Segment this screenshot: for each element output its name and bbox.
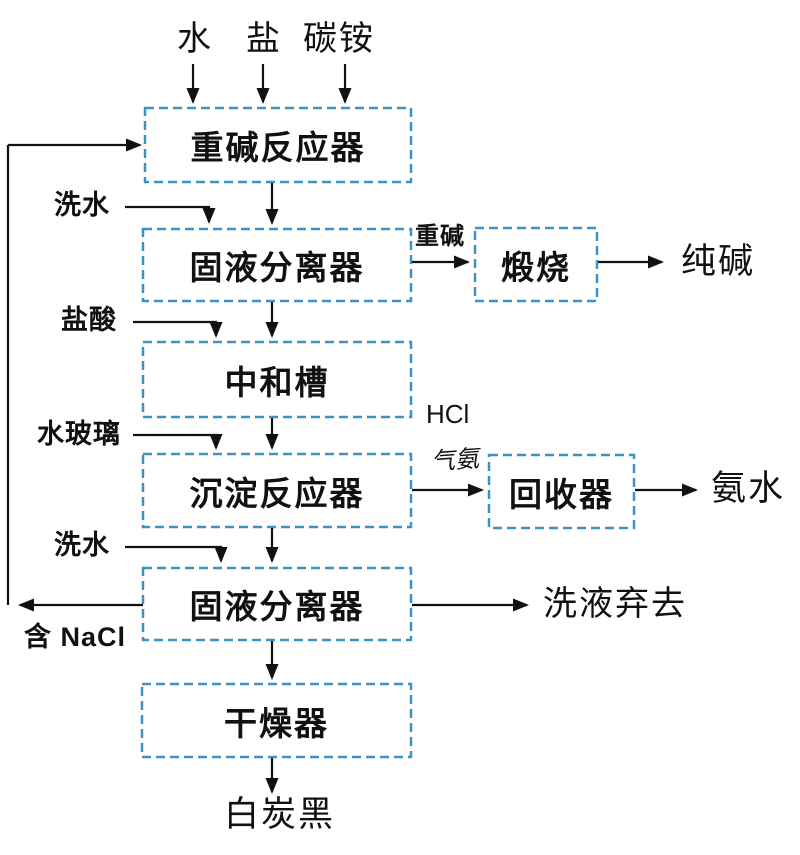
node-dryer[interactable]: 干燥器 xyxy=(142,684,411,757)
node-neutralization-tank[interactable]: 中和槽 xyxy=(143,342,411,417)
node-calcination-label: 煅烧 xyxy=(501,248,571,286)
stream-soda-ash-label: 纯碱 xyxy=(681,242,756,281)
input-water-label: 水 xyxy=(177,20,213,58)
node-recovery-unit[interactable]: 回收器 xyxy=(489,455,634,528)
input-wash-water-top-label: 洗水 xyxy=(54,190,110,220)
node-precipitation-reactor-label: 沉淀反应器 xyxy=(189,474,365,512)
box-borders xyxy=(140,106,636,759)
node-neutralization-tank-label: 中和槽 xyxy=(224,363,330,401)
node-heavy-alkali-reactor-label: 重碱反应器 xyxy=(190,129,366,166)
node-solid-liquid-separator-1-label: 固液分离器 xyxy=(189,249,365,286)
input-wash-water-bottom-label: 洗水 xyxy=(54,530,110,560)
input-salt-label: 盐 xyxy=(246,20,282,58)
input-hydrochloric-acid-label: 盐酸 xyxy=(61,305,117,335)
node-recovery-unit-label: 回收器 xyxy=(509,475,614,513)
node-calcination[interactable]: 煅烧 xyxy=(475,228,597,301)
node-solid-liquid-separator-2[interactable]: 固液分离器 xyxy=(143,568,411,640)
node-dryer-label: 干燥器 xyxy=(224,704,329,742)
stream-white-carbon-black-label: 白炭黑 xyxy=(224,795,336,834)
input-ammonium-bicarbonate-label: 碳铵 xyxy=(303,20,375,58)
node-heavy-alkali-reactor[interactable]: 重碱反应器 xyxy=(145,108,411,182)
stream-contains-nacl-label: 含 NaCl xyxy=(24,622,127,652)
stream-hcl-label: HCl xyxy=(426,399,470,429)
node-precipitation-reactor[interactable]: 沉淀反应器 xyxy=(143,454,411,527)
node-solid-liquid-separator-1[interactable]: 固液分离器 xyxy=(143,229,411,301)
input-water-glass-label: 水玻璃 xyxy=(37,419,121,449)
stream-ammonia-water-label: 氨水 xyxy=(711,469,786,508)
stream-heavy-alkali-label: 重碱 xyxy=(415,223,465,250)
node-solid-liquid-separator-2-label: 固液分离器 xyxy=(189,588,365,625)
stream-wash-liquid-discard-label: 洗液弃去 xyxy=(543,585,687,623)
stream-ammonia-gas-label: 气氨 xyxy=(430,445,480,476)
